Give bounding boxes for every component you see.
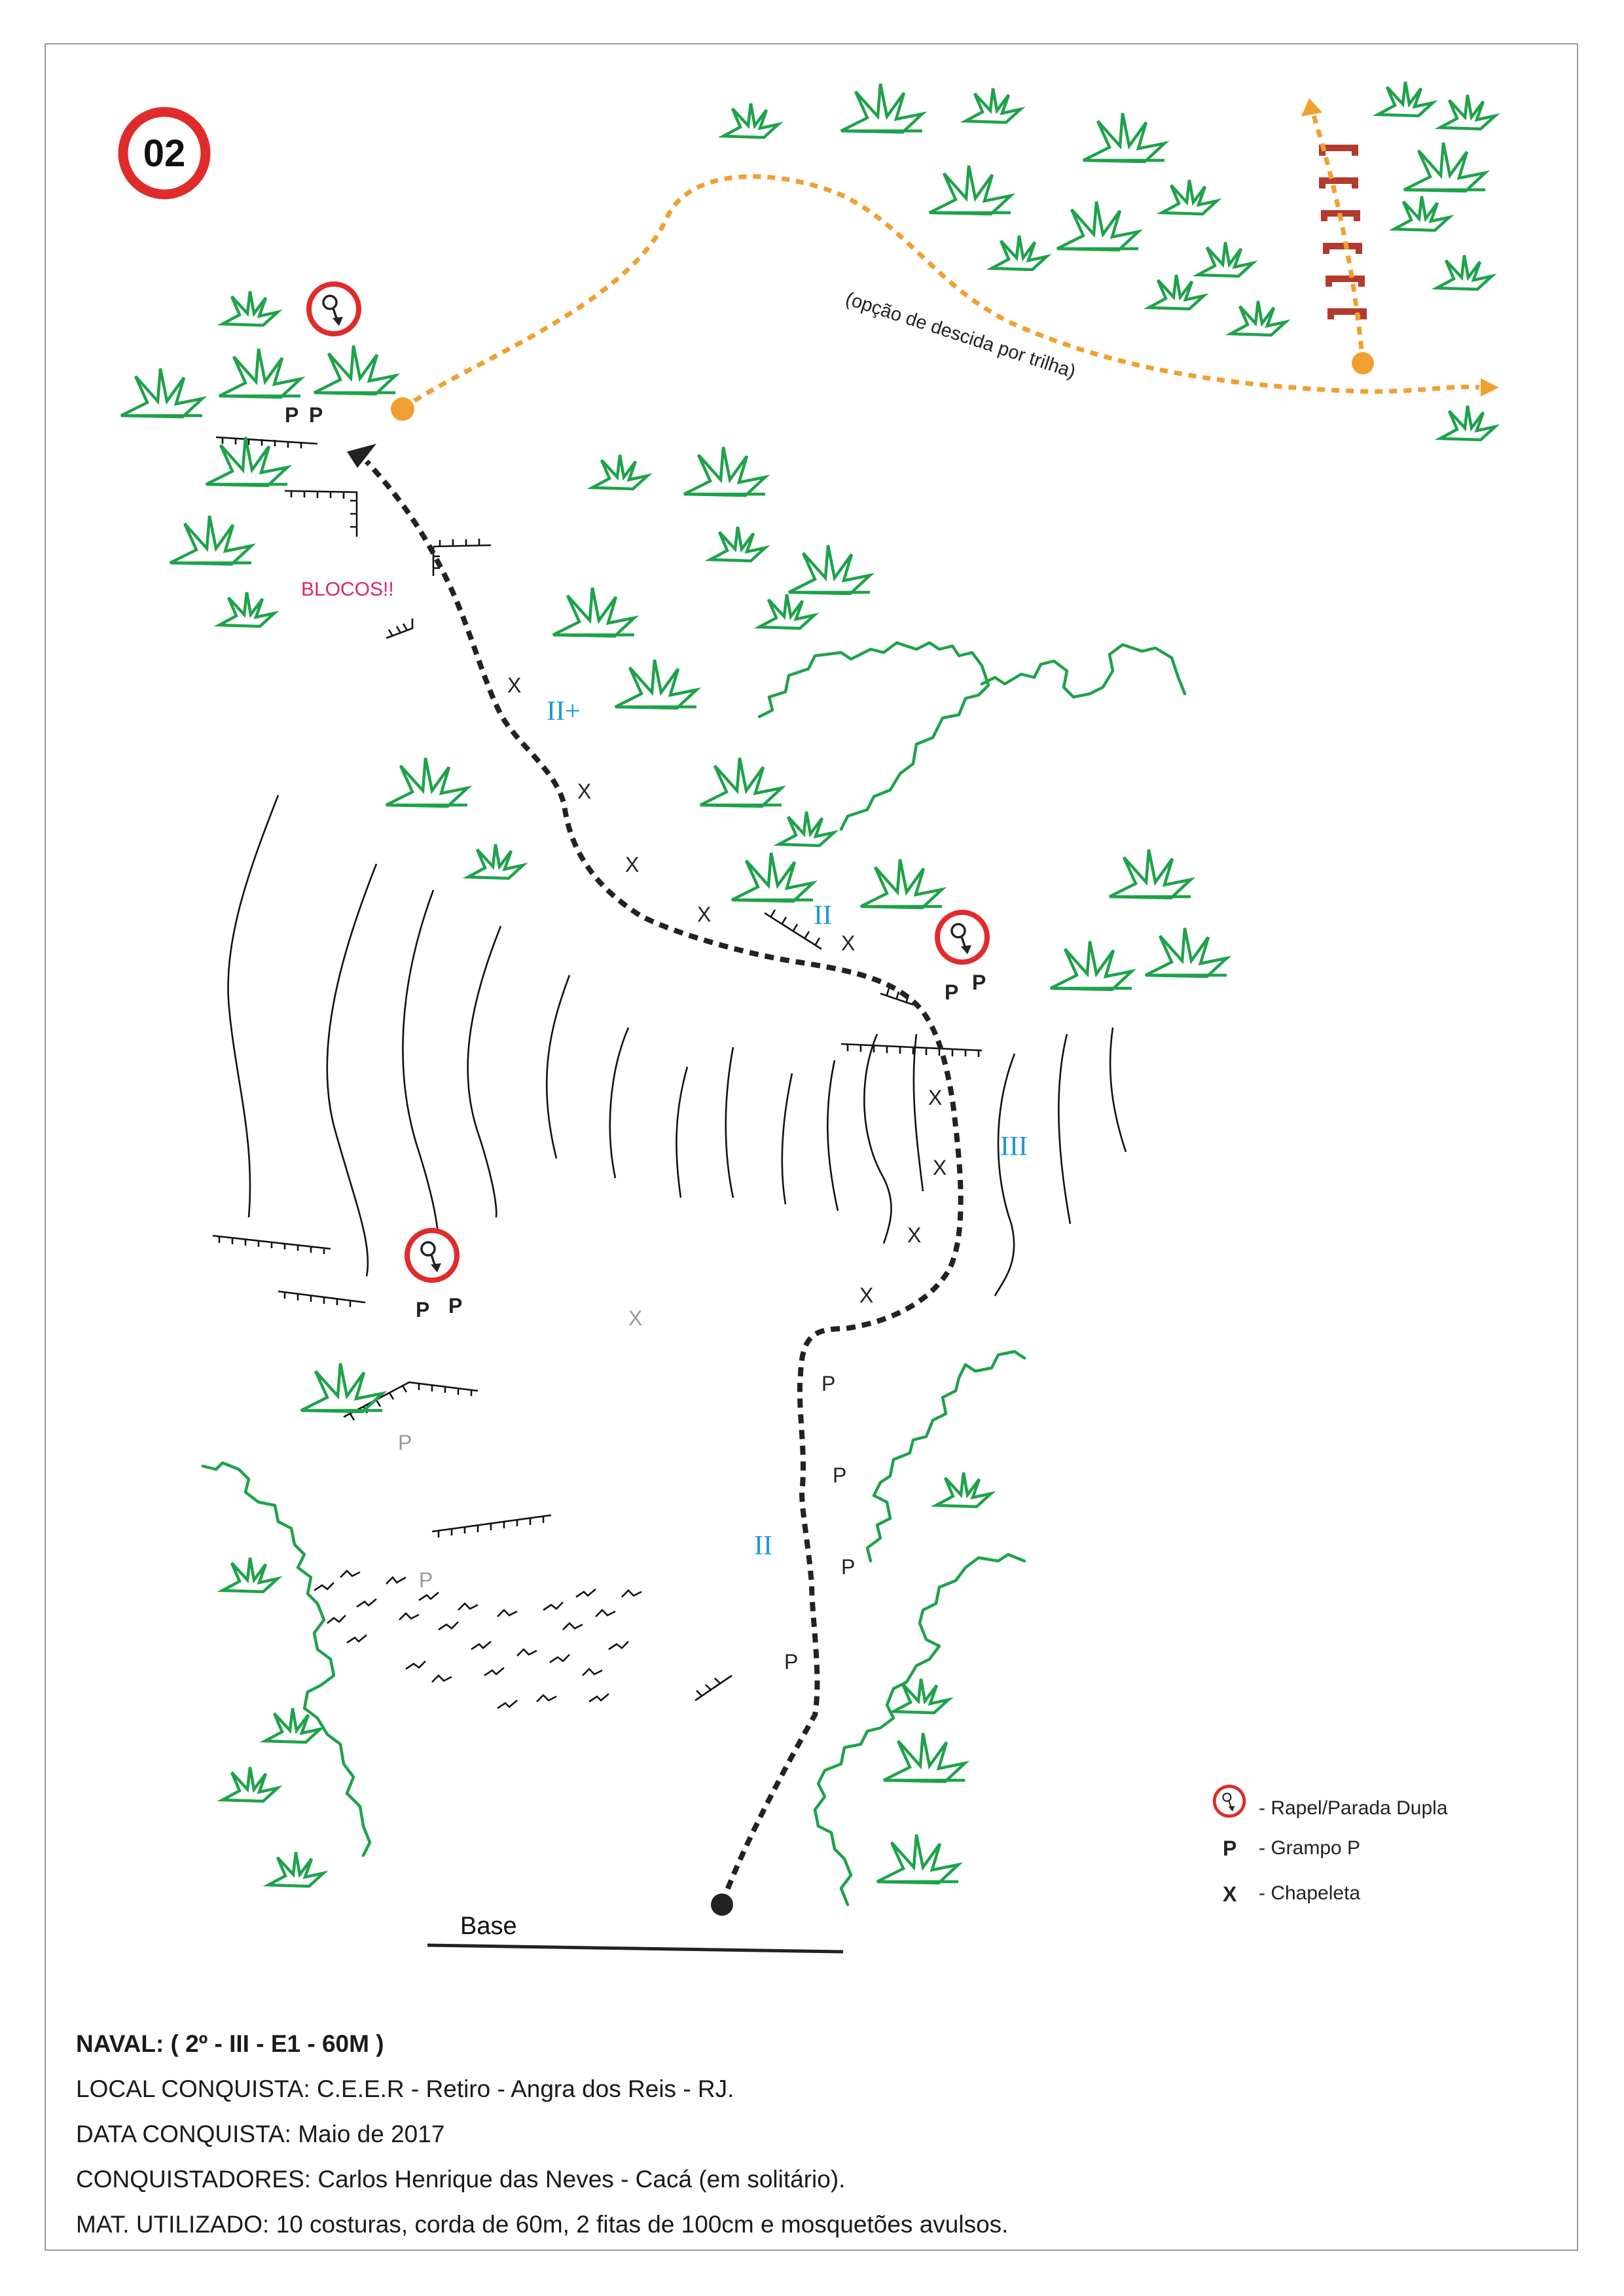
roofs <box>212 436 983 1702</box>
base-label: Base <box>460 1912 517 1940</box>
route-date: DATA CONQUISTA: Maio de 2017 <box>76 2121 445 2147</box>
grade-label: II <box>814 901 832 931</box>
pitch-grades: II+ II III II <box>547 696 1028 1561</box>
rappel-anchor-icon <box>309 284 359 334</box>
bolt-p: P <box>945 980 958 1004</box>
block-field <box>314 1570 642 1710</box>
route-start-dot <box>711 1893 733 1916</box>
rappel-anchor-icon <box>407 1230 457 1280</box>
bolt-x: X <box>507 673 521 697</box>
bolt-x-old: X <box>628 1306 642 1330</box>
bolt-p: P <box>309 403 323 427</box>
route-info: NAVAL: ( 2º - III - E1 - 60M ) LOCAL CON… <box>76 2021 1549 2247</box>
bolt-x: X <box>928 1086 942 1109</box>
route-climbers: CONQUISTADORES: Carlos Henrique das Neve… <box>76 2166 846 2193</box>
bolt-p: P <box>285 403 298 427</box>
bolt-x: X <box>933 1156 947 1179</box>
grade-label: II <box>754 1531 772 1561</box>
route-arrow-icon <box>347 444 376 468</box>
bolt-p-old: P <box>398 1431 412 1454</box>
grade-label: III <box>1000 1132 1028 1162</box>
bolt-x: X <box>841 931 855 955</box>
upward-trail <box>1301 98 1374 374</box>
legend-chapeleta: - Chapeleta <box>1259 1882 1360 1904</box>
route-title: NAVAL: ( 2º - III - E1 - 60M ) <box>76 2030 384 2057</box>
climbing-route-line <box>365 459 964 1905</box>
hanger-bolts: X X X X X X X X X X <box>507 673 947 1330</box>
bolt-p: P <box>841 1555 855 1579</box>
rappel-anchor-icon <box>1214 1786 1244 1816</box>
grass-tufts <box>121 82 1495 1886</box>
grade-label: II+ <box>547 696 581 726</box>
bolt-x: X <box>625 853 639 876</box>
loose-blocks-warning: BLOCOS!! <box>301 579 394 600</box>
rappel-anchor-icon <box>937 912 987 962</box>
legend-p-symbol: P <box>1223 1837 1236 1860</box>
bolt-x: X <box>859 1283 873 1307</box>
anchor-bolts: P P P P P P P P P P P P <box>285 403 986 1674</box>
bolt-p-old: P <box>419 1568 433 1592</box>
route-number-badge: 02 <box>118 107 211 200</box>
bolt-p: P <box>821 1372 835 1395</box>
bolt-p: P <box>833 1463 846 1487</box>
bolt-x: X <box>907 1223 921 1247</box>
bolt-x: X <box>577 780 591 803</box>
bolt-p: P <box>416 1298 429 1321</box>
route-location: LOCAL CONQUISTA: C.E.E.R - Retiro - Angr… <box>76 2075 734 2102</box>
bolt-p: P <box>784 1650 798 1674</box>
slab-lines <box>227 795 1127 1297</box>
legend-rappel: - Rapel/Parada Dupla <box>1259 1797 1448 1819</box>
bolt-x: X <box>697 903 711 926</box>
bolt-p: P <box>448 1294 462 1318</box>
route-gear: MAT. UTILIZADO: 10 costuras, corda de 60… <box>76 2211 1009 2238</box>
topo-sheet <box>45 43 1578 2251</box>
route-number: 02 <box>143 132 186 175</box>
base: Base <box>427 1912 844 1954</box>
bolt-p: P <box>972 971 986 994</box>
legend: - Rapel/Parada Dupla P - Grampo P X - Ch… <box>1214 1786 1448 1906</box>
legend-grampo: - Grampo P <box>1259 1837 1360 1859</box>
legend-x-symbol: X <box>1223 1882 1237 1906</box>
vegetation-edges <box>201 641 1187 1907</box>
